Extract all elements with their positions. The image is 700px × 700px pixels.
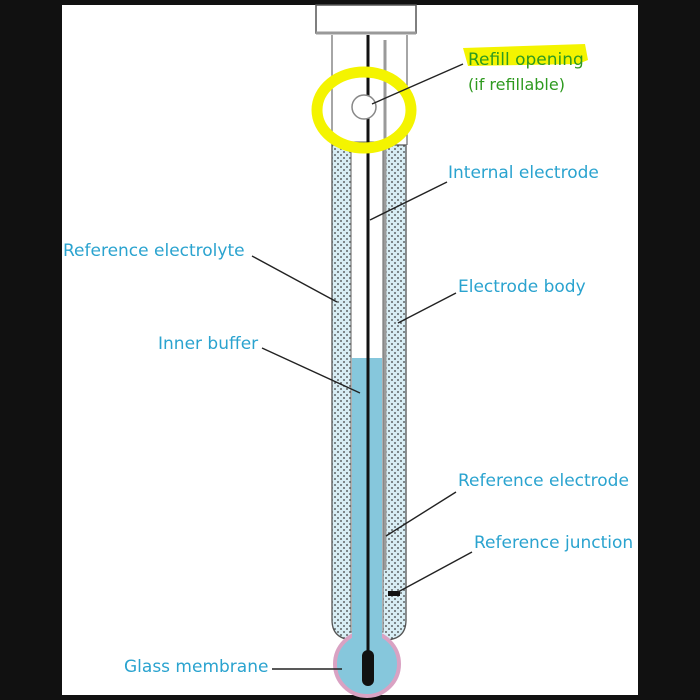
frame-right-bar	[638, 0, 700, 700]
reference-junction-label: Reference junction	[474, 533, 634, 553]
refill-label-highlight	[463, 44, 588, 66]
reference-junction-leader	[397, 551, 473, 593]
glass-membrane-label: Glass membrane	[124, 657, 269, 677]
refill-leader	[371, 63, 464, 105]
frame-top-border	[62, 0, 638, 5]
reference-electrode-leader	[385, 491, 457, 537]
reference-electrolyte-label: Reference electrolyte	[63, 241, 245, 261]
electrode-cap	[315, 4, 417, 34]
inner-buffer-leader	[261, 347, 361, 394]
electrode-body-label: Electrode body	[458, 277, 586, 297]
internal-electrode-tip	[362, 650, 374, 686]
electrode-body-leader	[397, 292, 457, 324]
frame-bottom-border	[62, 695, 638, 700]
reference-electrolyte-leader	[251, 255, 338, 303]
refill-opening	[351, 94, 377, 120]
refill-highlight	[311, 66, 417, 154]
refill-opening-label: Refill opening	[468, 50, 584, 70]
refill-opening-note: (if refillable)	[468, 75, 565, 94]
internal-electrode-leader	[369, 181, 448, 221]
reference-junction	[388, 591, 400, 596]
frame-left-bar	[0, 0, 62, 700]
inner-buffer-label: Inner buffer	[158, 334, 259, 354]
reference-electrode-label: Reference electrode	[458, 471, 629, 491]
internal-electrode-label: Internal electrode	[448, 163, 599, 183]
